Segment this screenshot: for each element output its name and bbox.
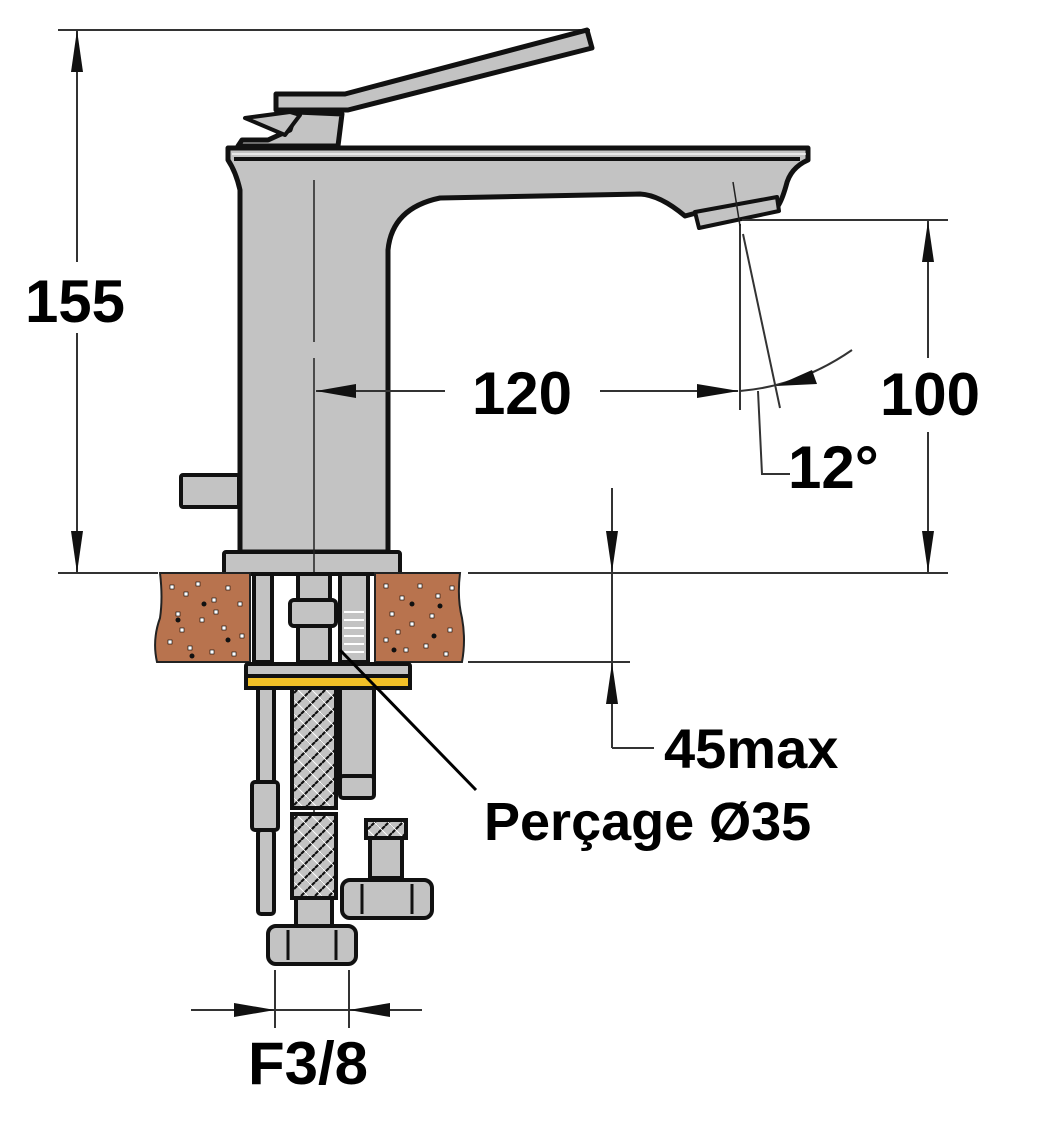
- arrow-up-icon: [71, 30, 83, 72]
- arrow-right-icon: [697, 384, 739, 398]
- pop-up-rod-clamp: [250, 780, 280, 832]
- arrow-up-icon: [606, 663, 618, 704]
- hose-nut-top: [288, 598, 338, 628]
- fixing-stud-lower: [338, 686, 376, 790]
- pop-up-rod-guide: [252, 572, 274, 664]
- pop-up-knob: [179, 473, 241, 509]
- hose-ferrule: [294, 896, 334, 928]
- dimension-spout-height: 100: [468, 219, 980, 574]
- arrow-down-icon: [71, 531, 83, 573]
- base-plate: [222, 550, 402, 576]
- spout-height-label: 100: [880, 361, 980, 428]
- hose-ferrule-right: [368, 836, 404, 880]
- arrow-angle-icon: [776, 370, 817, 386]
- hose-nut-right: [340, 878, 434, 920]
- dimension-connection: F3/8: [191, 970, 422, 1097]
- dimension-max-thickness: 45max: [468, 488, 838, 780]
- total-height-label: 155: [25, 268, 125, 335]
- lever-handle: [235, 27, 595, 149]
- spout-angle-label: 12°: [788, 434, 879, 501]
- hose-shank: [296, 572, 332, 604]
- dimension-spout-reach: 120: [316, 360, 739, 427]
- arrow-down-icon: [922, 531, 934, 572]
- flow-angle-line: [742, 233, 781, 409]
- pop-up-rod: [256, 686, 276, 784]
- spout-reach-label: 120: [472, 360, 572, 427]
- connection-label: F3/8: [248, 1030, 368, 1097]
- pop-up-rod-lower: [256, 828, 276, 916]
- hose-nut: [266, 924, 358, 966]
- dimension-spout-angle: 12°: [739, 349, 879, 501]
- braided-hose-lower: [290, 812, 338, 900]
- dimension-total-height: 155: [25, 29, 590, 574]
- braided-hose: [290, 686, 338, 810]
- under-counter-assembly: [244, 572, 434, 966]
- max-thickness-label: 45max: [664, 717, 838, 780]
- arrow-down-icon: [606, 531, 618, 572]
- countertop: [154, 572, 465, 663]
- countertop-left: [154, 572, 251, 663]
- braided-hose-right: [364, 818, 408, 840]
- drill-hole-label: Perçage Ø35: [484, 792, 811, 852]
- leader-drill-hole: Perçage Ø35: [338, 648, 811, 852]
- countertop-right: [374, 572, 465, 663]
- spout-aerator: [693, 195, 781, 230]
- arrow-right-icon: [234, 1003, 275, 1017]
- tap-body: [225, 145, 811, 555]
- hose-shank-lower: [296, 624, 332, 664]
- arrow-left-icon: [349, 1003, 390, 1017]
- fixing-stud: [338, 572, 370, 664]
- arrow-left-icon: [316, 384, 356, 398]
- fixing-stud-nut: [338, 774, 376, 800]
- arrow-up-icon: [922, 221, 934, 262]
